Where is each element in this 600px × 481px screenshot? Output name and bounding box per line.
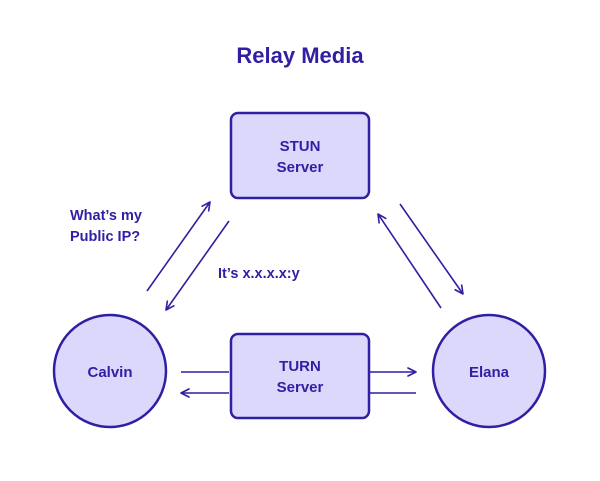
stun-to-calvin-arrow — [165, 220, 230, 311]
elana-node: Elana — [431, 313, 547, 429]
stun-server-node: STUN Server — [229, 111, 371, 200]
calvin-node: Calvin — [52, 313, 168, 429]
turn-server-node: TURN Server — [229, 332, 371, 420]
calvin-circle — [52, 313, 168, 429]
calvin-to-stun-arrow — [146, 201, 211, 292]
elana-circle — [431, 313, 547, 429]
question-label-line1: What’s my — [70, 208, 142, 224]
stun-server-label-line2: Server — [277, 159, 324, 176]
elana-label: Elana — [469, 364, 510, 381]
answer-label: It’s x.x.x.x:y — [218, 266, 300, 282]
elana-to-stun-arrow — [377, 213, 442, 309]
turn-server-box — [229, 332, 371, 420]
turn-server-label-line2: Server — [277, 379, 324, 396]
stun-server-label-line1: STUN — [280, 138, 321, 155]
stun-to-elana-arrow — [399, 203, 464, 295]
calvin-label: Calvin — [87, 364, 132, 381]
diagram-title: Relay Media — [236, 43, 364, 68]
turn-server-label-line1: TURN — [279, 358, 321, 375]
stun-server-box — [229, 111, 371, 200]
question-label-line2: Public IP? — [70, 229, 140, 245]
